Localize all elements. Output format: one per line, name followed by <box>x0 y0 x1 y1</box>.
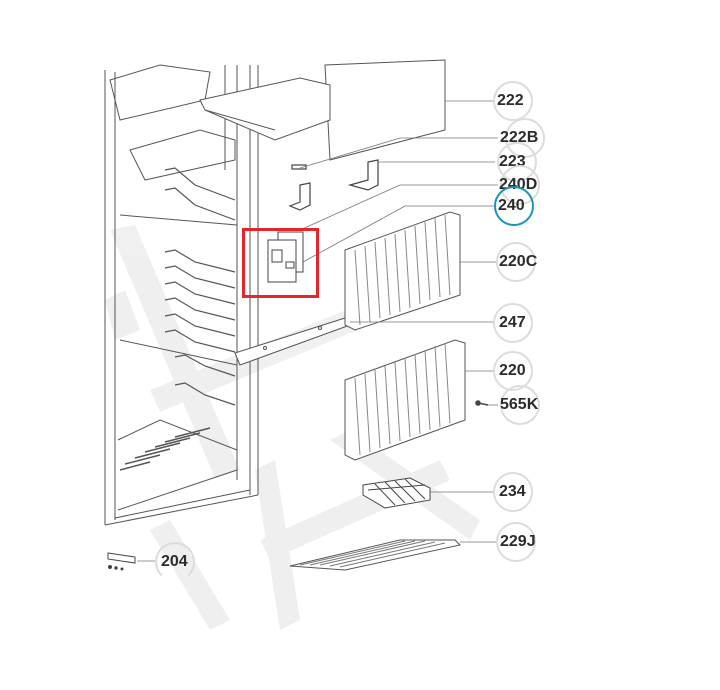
part-247-rail <box>234 317 351 366</box>
callout-label: 222B <box>500 129 539 146</box>
callout-circle <box>496 522 536 562</box>
callout-circle-highlighted <box>494 186 534 226</box>
callout-label: 234 <box>499 483 526 500</box>
callout-circle <box>500 385 540 425</box>
fridge-cabinet <box>104 64 259 526</box>
callout-label: 220 <box>499 362 526 379</box>
part-229J-wire-shelf <box>289 539 462 571</box>
callout-circle <box>155 542 195 582</box>
callout-circle <box>493 472 533 512</box>
callout-circle <box>493 81 533 121</box>
leader-lines <box>137 100 498 562</box>
part-223-brackets <box>288 159 379 211</box>
callout-label: 565K <box>500 396 539 413</box>
part-234-egg-tray <box>362 477 431 509</box>
part-222-panel <box>199 59 446 161</box>
callout-label: 204 <box>161 553 188 570</box>
callout-label: 229J <box>500 533 536 550</box>
callout-circle <box>493 303 533 343</box>
part-565K-screw <box>475 400 489 406</box>
callout-label: 247 <box>499 314 526 331</box>
part-240-assembly <box>267 231 304 283</box>
part-220-crisper <box>344 339 466 461</box>
callout-label: 222 <box>497 92 524 109</box>
part-204-hinge <box>107 552 136 571</box>
callout-label: 220C <box>499 253 538 270</box>
part-220C-crisper <box>344 211 461 331</box>
highlight-box-240D <box>242 228 319 298</box>
callout-label: 240 <box>498 197 525 214</box>
callout-circle <box>496 242 536 282</box>
